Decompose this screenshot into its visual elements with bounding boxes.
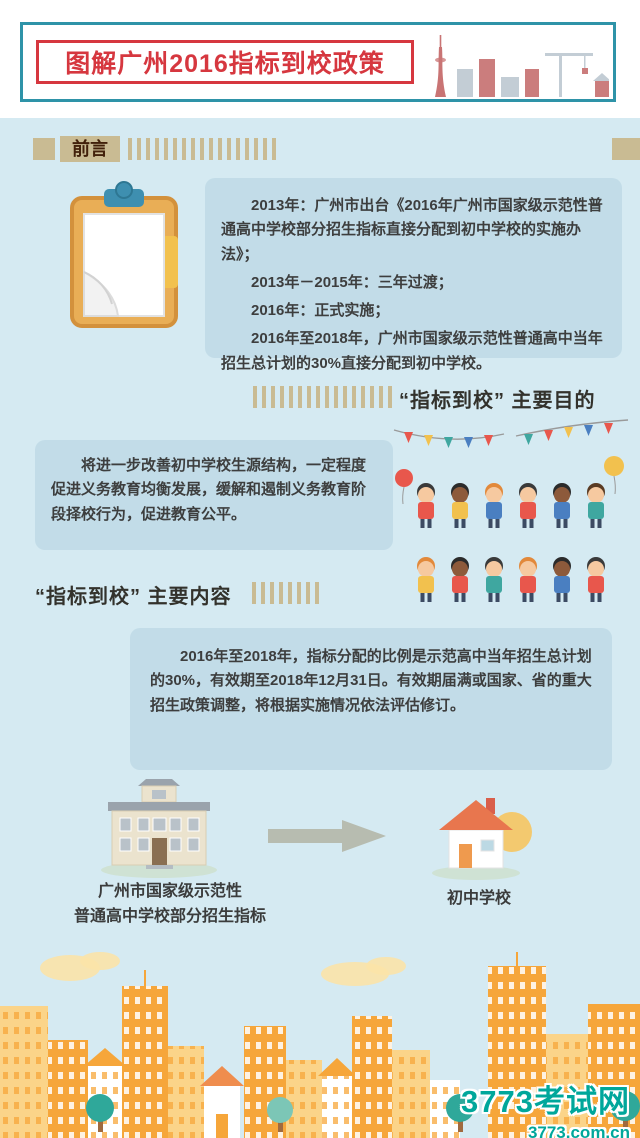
purpose-label: “指标到校” 主要目的 <box>399 390 596 412</box>
clipboard-icon <box>70 181 178 328</box>
foreword-paragraph: 2013年：广州市出台《2016年广州市国家级示范性普通高中学校部分招生指标直接… <box>221 197 603 263</box>
content-label: “指标到校” 主要内容 <box>35 586 232 608</box>
children-illustration <box>393 419 629 602</box>
foreword-panel: 2013年：广州市出台《2016年广州市国家级示范性普通高中学校部分招生指标直接… <box>205 178 622 372</box>
arrow-right-icon <box>268 820 386 852</box>
foreword-paragraph: 2016年：正式实施； <box>251 302 390 320</box>
barcode-stripes-icon <box>252 582 324 604</box>
diagram-source-label: 广州市国家级示范性 普通高中学校部分招生指标 <box>18 880 322 930</box>
purpose-ribbon: “指标到校” 主要目的 <box>0 384 640 412</box>
barcode-stripes-icon <box>128 138 278 160</box>
diagram-source-label-line2: 普通高中学校部分招生指标 <box>73 907 266 925</box>
foreword-paragraph: 2013年－2015年：三年过渡； <box>251 273 453 291</box>
purpose-panel: 将进一步改善初中学校生源结构，一定程度促进义务教育均衡发展，缓解和遏制义务教育阶… <box>35 440 393 550</box>
canton-tower-skyline-icon <box>435 35 609 97</box>
foreword-paragraph: 2016年至2018年，广州市国家级示范性普通高中当年招生总计划的30%直接分配… <box>221 330 603 372</box>
ribbon-block <box>612 138 640 160</box>
watermark: 3773考试网 3773.com.cn <box>461 1076 630 1138</box>
diagram-source-label-line1: 广州市国家级示范性 <box>97 883 242 900</box>
city-skyline-icon <box>0 952 640 1138</box>
foreword-label: 前言 <box>60 136 120 162</box>
content-panel: 2016年至2018年，指标分配的比例是示范高中当年招生总计划的30%，有效期至… <box>130 628 612 770</box>
ribbon-block <box>33 138 55 160</box>
school-building-icon <box>101 779 217 878</box>
header-frame: 图解广州2016指标到校政策 <box>20 22 616 102</box>
purpose-body: 将进一步改善初中学校生源结构，一定程度促进义务教育均衡发展，缓解和遏制义务教育阶… <box>51 457 367 523</box>
title-frame: 图解广州2016指标到校政策 <box>36 40 414 84</box>
page-title: 图解广州2016指标到校政策 <box>65 50 385 78</box>
diagram-target-label: 初中学校 <box>446 890 511 907</box>
content-ribbon: “指标到校” 主要内容 <box>0 580 640 608</box>
content-body: 2016年至2018年，指标分配的比例是示范高中当年招生总计划的30%，有效期至… <box>150 648 592 714</box>
house-icon <box>432 798 532 880</box>
watermark-site-name: 3773考试网 <box>461 1084 630 1119</box>
header-band: 图解广州2016指标到校政策 <box>0 0 640 118</box>
foreword-ribbon: 前言 <box>0 136 640 162</box>
barcode-stripes-icon <box>253 386 393 408</box>
watermark-site-url: 3773.com.cn <box>527 1123 630 1138</box>
